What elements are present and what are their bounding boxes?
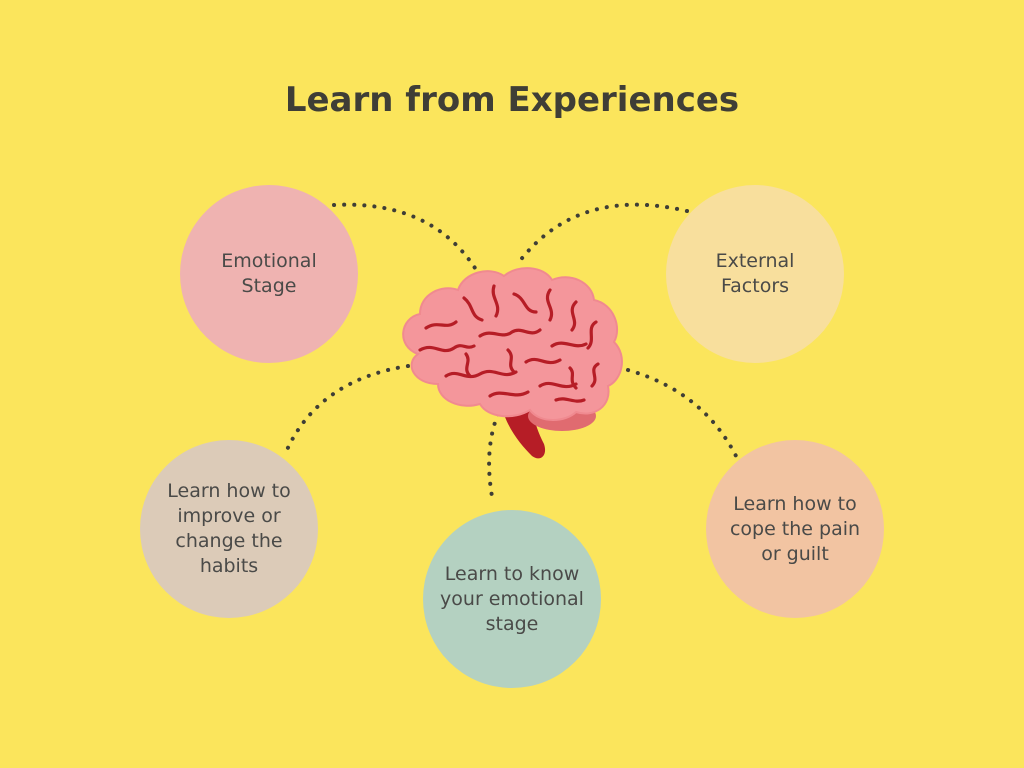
node-external-factors: External Factors <box>666 185 844 363</box>
connector-improve-habits <box>284 364 410 454</box>
node-label: Emotional Stage <box>221 250 317 297</box>
node-know-emotional-stage: Learn to know your emotional stage <box>423 510 601 688</box>
node-emotional-stage: Emotional Stage <box>180 185 358 363</box>
brain-icon <box>402 267 623 459</box>
node-label: External Factors <box>715 250 795 297</box>
node-label: Learn to know your emotional stage <box>440 562 584 635</box>
node-improve-habits: Learn how to improve or change the habit… <box>140 440 318 618</box>
connector-external-factors <box>514 202 689 268</box>
diagram-title: Learn from Experiences <box>284 80 740 120</box>
node-cope-pain-guilt: Learn how to cope the pain or guilt <box>706 440 884 618</box>
node-label: Learn how to improve or change the habit… <box>167 480 291 577</box>
connector-emotional-stage <box>332 202 477 270</box>
node-label: Learn how to cope the pain or guilt <box>729 492 861 565</box>
connector-cope-pain <box>626 368 740 462</box>
